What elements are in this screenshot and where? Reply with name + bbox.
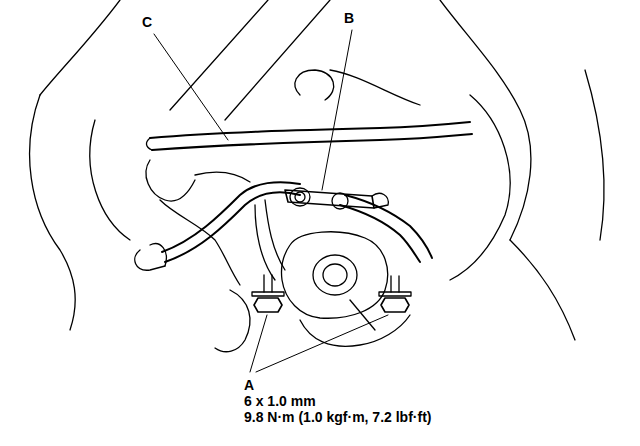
line-art-stroke (162, 182, 300, 252)
line-art-stroke (585, 70, 604, 240)
line-art-stroke (391, 276, 399, 292)
line-art-stroke (372, 193, 388, 208)
line-art-stroke (250, 315, 267, 372)
line-art-stroke (152, 134, 472, 150)
torque-spec: 9.8 N·m (1.0 kgf·m, 7.2 lbf·ft) (244, 409, 431, 425)
line-art-stroke (265, 200, 285, 270)
line-art-stroke (195, 172, 250, 182)
line-art-stroke (381, 298, 409, 312)
line-art-stroke (295, 192, 305, 202)
callout-letter: B (344, 10, 354, 26)
line-art-stroke (440, 0, 531, 240)
line-art-stroke (281, 232, 387, 318)
line-art-stroke (146, 138, 152, 150)
line-art-stroke (225, 0, 330, 120)
line-art-stroke (254, 298, 282, 312)
line-art-stroke (90, 120, 130, 240)
line-art-stroke (252, 292, 284, 296)
line-art-stroke (332, 193, 348, 209)
line-art-stroke (295, 70, 334, 100)
line-art-stroke (40, 0, 120, 95)
line-art-stroke (154, 34, 228, 140)
callout-letter: A (244, 377, 254, 393)
line-art-stroke (150, 244, 166, 266)
line-art-stroke (290, 188, 310, 206)
line-art-stroke (135, 250, 165, 270)
line-art-stroke (323, 264, 347, 286)
line-art-stroke (510, 240, 575, 340)
callout-letter: C (142, 14, 152, 30)
line-art-stroke (300, 315, 410, 346)
line-art-stroke (160, 200, 240, 285)
line-art-stroke (322, 30, 352, 190)
line-art (30, 0, 604, 372)
bolt-size: 6 x 1.0 mm (244, 393, 316, 409)
line-art-stroke (170, 0, 268, 110)
line-art-stroke (379, 292, 411, 296)
line-art-stroke (150, 122, 470, 138)
line-art-stroke (215, 290, 250, 352)
line-art-stroke (313, 255, 357, 295)
line-art-stroke (256, 315, 388, 372)
line-art-stroke (30, 95, 76, 330)
line-art-stroke (255, 205, 275, 280)
line-art-stroke (264, 275, 272, 292)
line-art-stroke (146, 160, 195, 201)
